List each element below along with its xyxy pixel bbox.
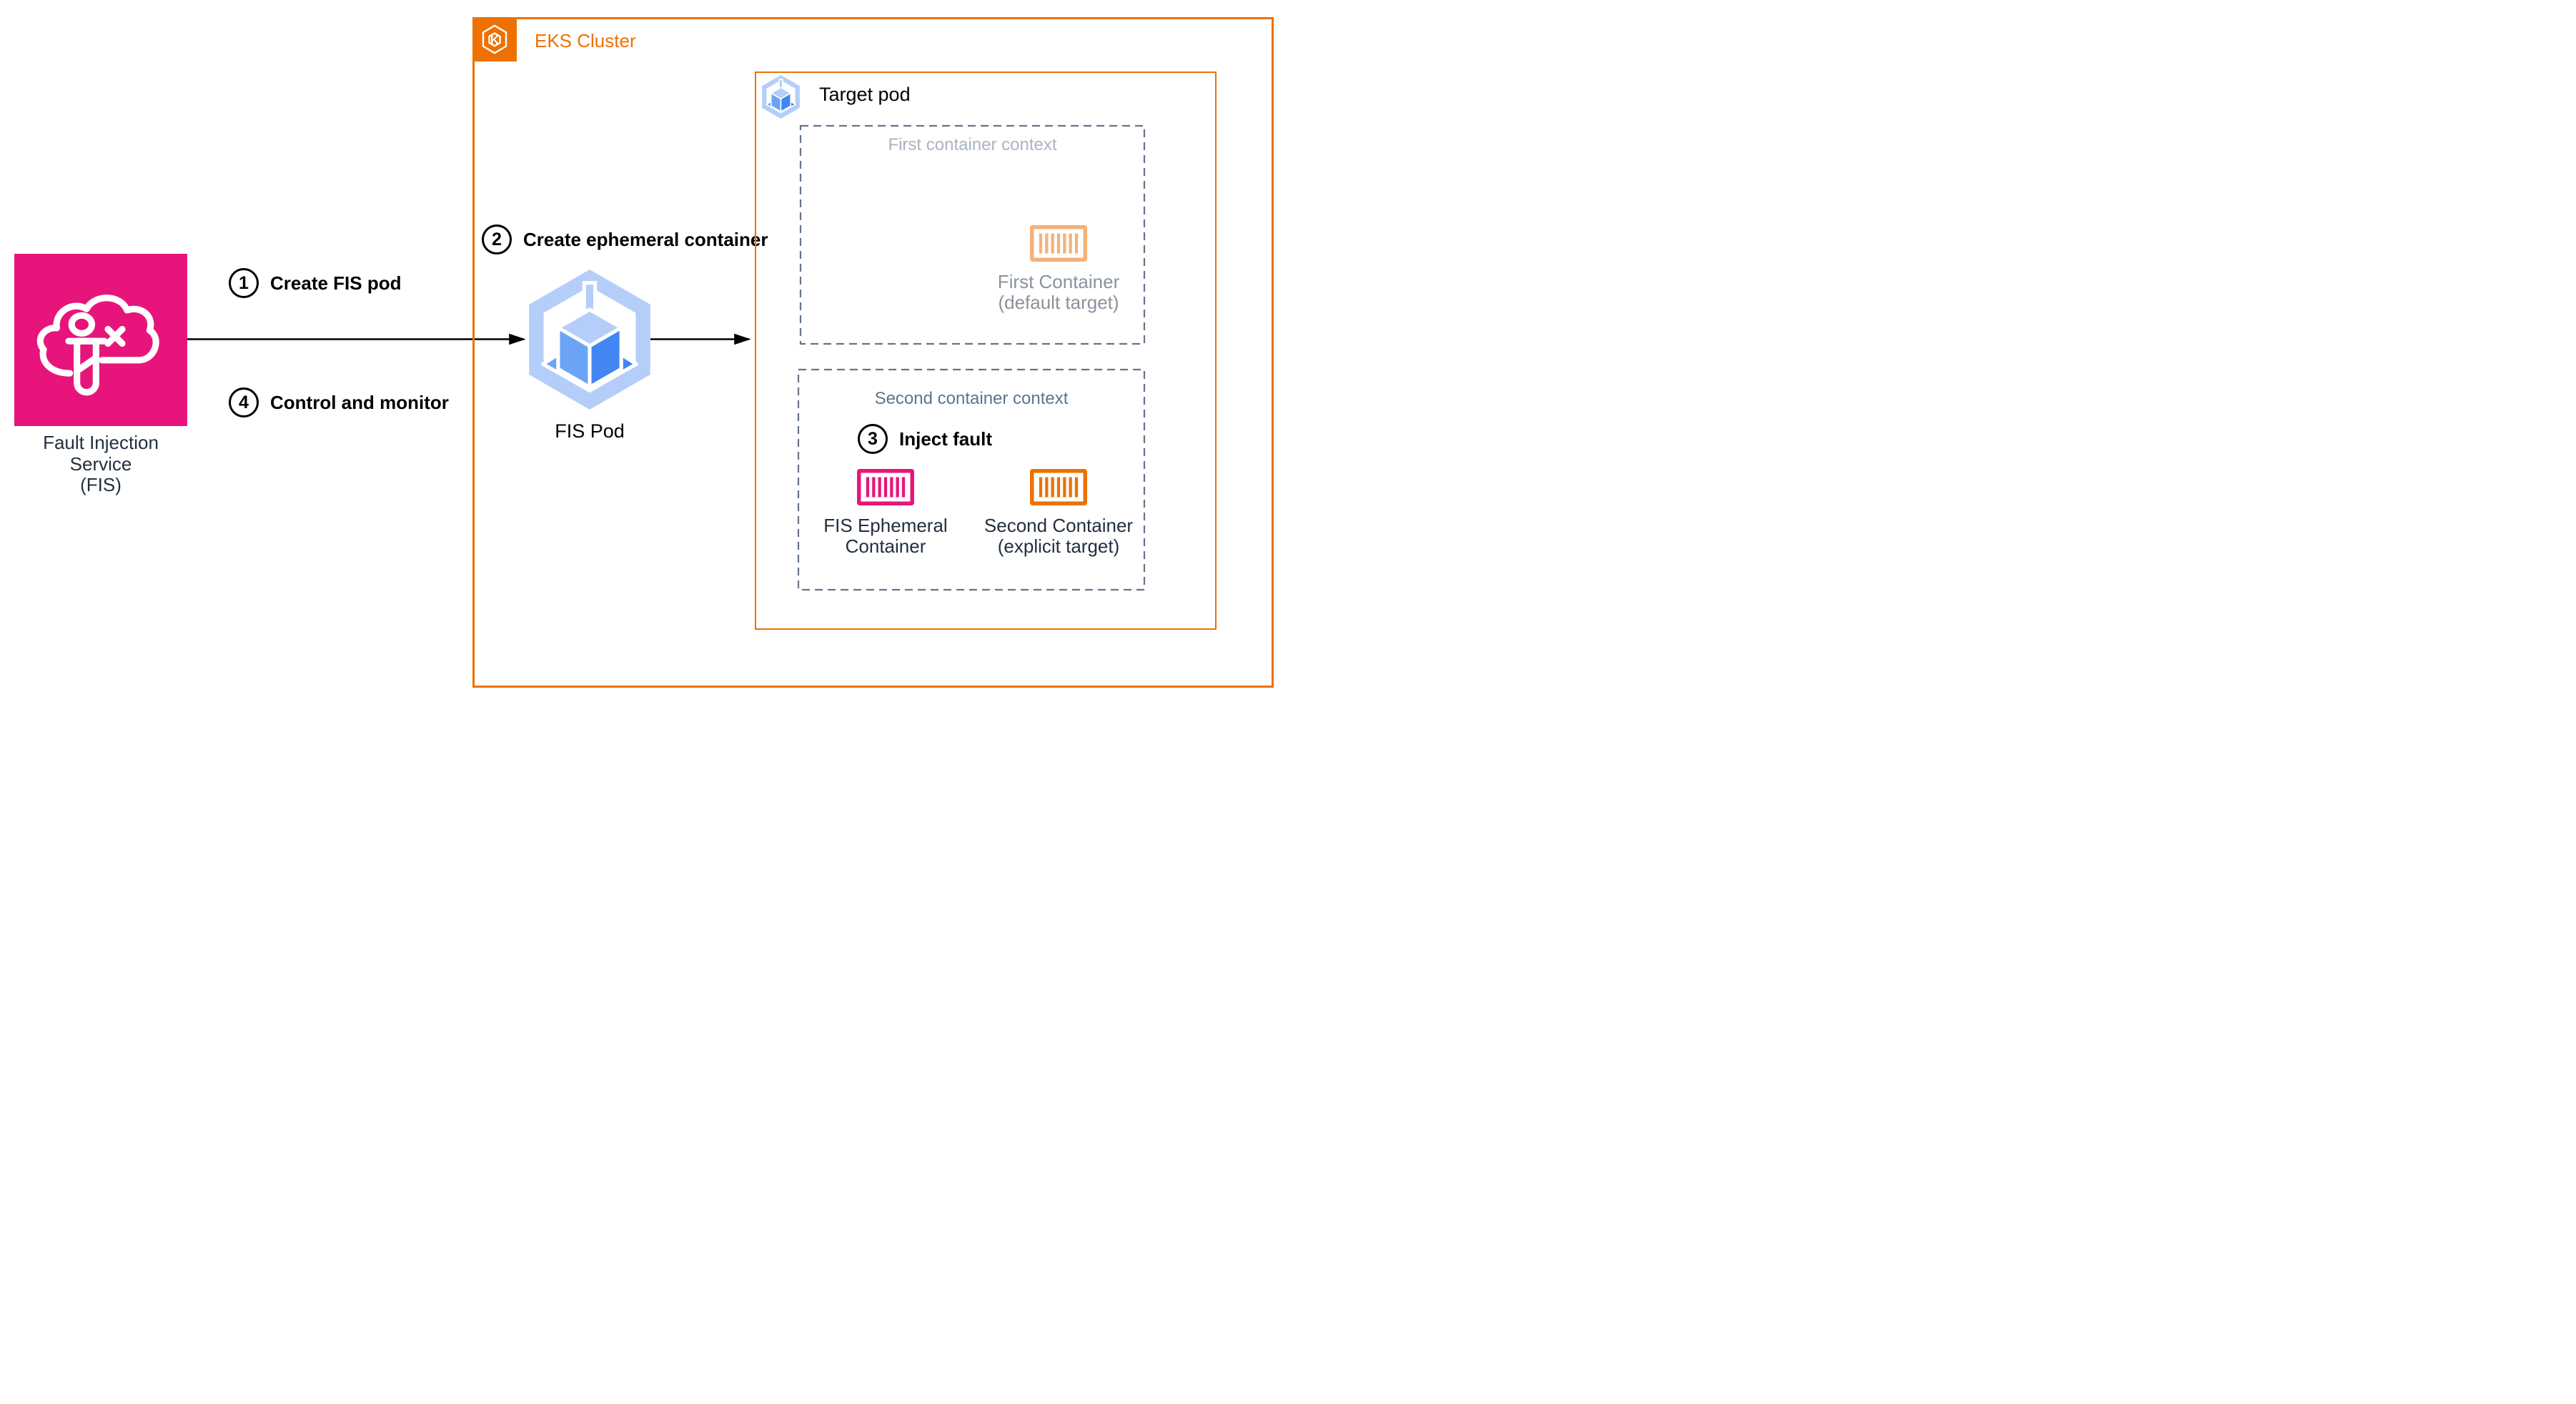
step-2-label: Create ephemeral container	[523, 228, 768, 250]
fis-pod-icon	[529, 270, 650, 410]
second-container-context-title: Second container context	[874, 389, 1069, 408]
step-control-and-monitor: 4 Control and monitor	[229, 387, 449, 417]
first-container-label: First Container (default target)	[930, 272, 1187, 313]
fis-pod-label: FIS Pod	[555, 420, 625, 442]
fis-ephemeral-container-label: FIS Ephemeral Container	[778, 515, 993, 557]
second-container-label: Second Container (explicit target)	[951, 515, 1166, 557]
first-container-label-line2: (default target)	[998, 292, 1119, 313]
fis-ephemeral-label-line2: Container	[845, 535, 926, 557]
target-pod-box	[755, 71, 1217, 630]
fis-ephemeral-label-line1: FIS Ephemeral	[823, 515, 948, 536]
fault-injection-service-node	[14, 254, 187, 426]
fis-label-line2: Service	[69, 453, 132, 475]
step-2-number-badge: 2	[482, 224, 512, 254]
step-4-label: Control and monitor	[270, 391, 449, 413]
step-4-number-badge: 4	[229, 387, 259, 417]
eks-cluster-icon: K	[472, 17, 517, 61]
fis-cloud-flask-icon	[36, 295, 159, 396]
fis-label-line3: (FIS)	[80, 474, 122, 495]
diagram-canvas: K EKS Cluster Fault Injection Service (F…	[0, 0, 1288, 702]
first-container-context-title: First container context	[888, 135, 1057, 154]
second-container-label-line1: Second Container	[984, 515, 1134, 536]
eks-cluster-title: EKS Cluster	[535, 30, 636, 51]
svg-text:K: K	[490, 33, 499, 46]
eks-kubernetes-logo-icon: K	[482, 24, 507, 54]
fis-label-line1: Fault Injection	[43, 432, 159, 453]
second-container-context-box	[797, 368, 1146, 591]
first-container-label-line1: First Container	[997, 271, 1120, 292]
first-container-icon	[1030, 225, 1087, 262]
step-inject-fault: 3 Inject fault	[858, 424, 992, 454]
step-3-number-badge: 3	[858, 424, 888, 454]
target-pod-icon	[762, 75, 800, 119]
connector-overlay	[187, 124, 1146, 591]
target-pod-title: Target pod	[819, 84, 911, 105]
second-container-label-line2: (explicit target)	[997, 535, 1120, 557]
fis-node-label: Fault Injection Service (FIS)	[15, 432, 187, 496]
step-create-fis-pod: 1 Create FIS pod	[229, 268, 401, 298]
first-container-context-box	[799, 124, 1146, 345]
step-1-label: Create FIS pod	[270, 272, 402, 294]
eks-cluster-box	[472, 17, 1274, 688]
step-create-ephemeral-container: 2 Create ephemeral container	[482, 224, 768, 254]
step-1-number-badge: 1	[229, 268, 259, 298]
step-3-label: Inject fault	[899, 427, 993, 450]
fis-ephemeral-container-icon	[857, 469, 914, 505]
second-container-icon	[1030, 469, 1087, 505]
